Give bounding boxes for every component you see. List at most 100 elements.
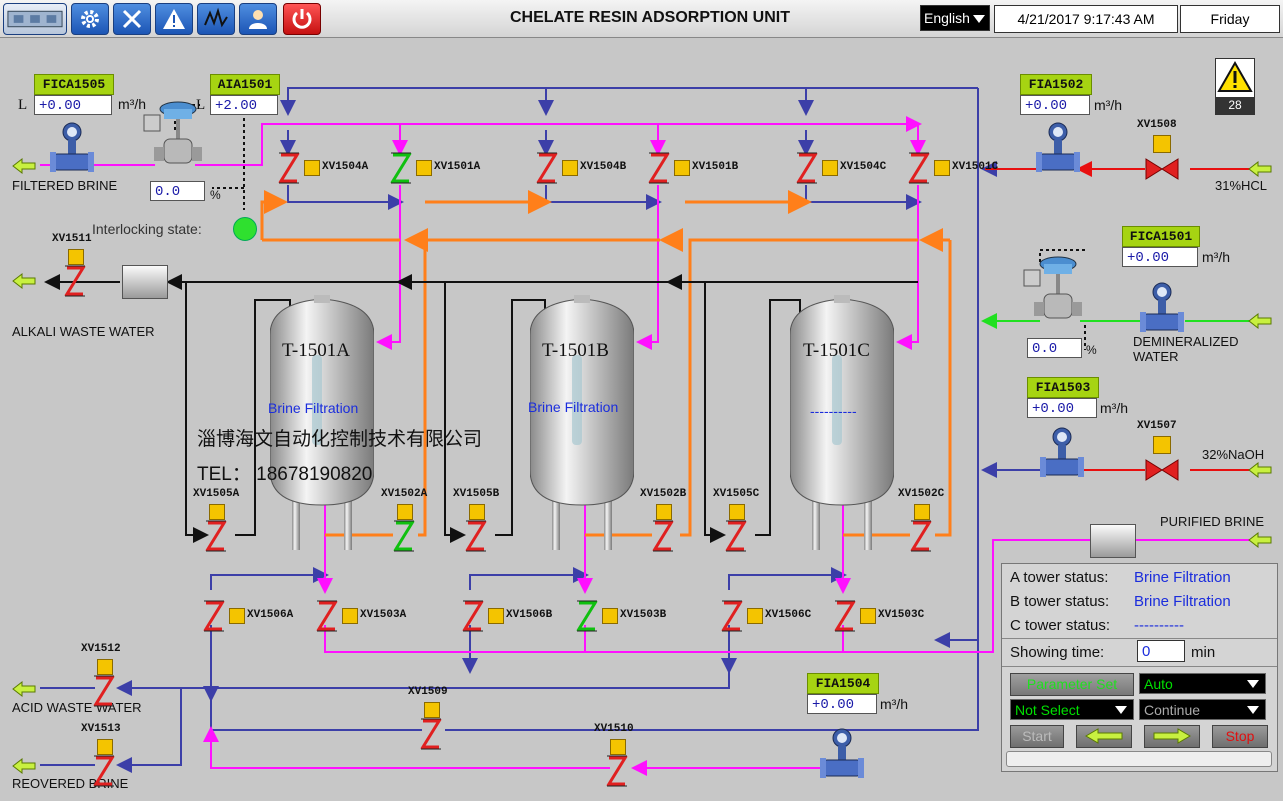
valve-icon	[910, 520, 932, 552]
tank-t1501a[interactable]	[258, 295, 386, 565]
valve-indicator-xv1511[interactable]	[68, 249, 84, 265]
valve-xv1505b[interactable]	[465, 520, 487, 552]
user-button[interactable]	[239, 3, 277, 35]
valve-indicator-xv1505a[interactable]	[209, 504, 225, 520]
flowmeter-fia1502-icon[interactable]	[1036, 120, 1080, 180]
valve-indicator-xv1501b[interactable]	[674, 160, 690, 176]
valve-indicator-xv1501c[interactable]	[934, 160, 950, 176]
fia1504-tag: FIA1504	[807, 673, 879, 694]
fia1504-value[interactable]: +0.00	[807, 694, 877, 714]
tower-select[interactable]: Not Select	[1010, 699, 1134, 720]
flowmeter-fia1503-icon[interactable]	[1040, 425, 1084, 485]
valve-indicator-xv1512[interactable]	[97, 659, 113, 675]
valve-xv1501b[interactable]	[648, 152, 670, 184]
valve-indicator-xv1504a[interactable]	[304, 160, 320, 176]
valve-indicator-xv1506b[interactable]	[488, 608, 504, 624]
valve-xv1512[interactable]	[93, 675, 115, 707]
valve-indicator-xv1508[interactable]	[1153, 135, 1171, 153]
valve-xv1505c[interactable]	[725, 520, 747, 552]
valve-xv1505a[interactable]	[205, 520, 227, 552]
tools-button[interactable]	[113, 3, 151, 35]
start-button[interactable]: Start	[1010, 725, 1064, 748]
valve-indicator-xv1504c[interactable]	[822, 160, 838, 176]
valve-xv1509[interactable]	[420, 718, 442, 750]
valve-indicator-xv1503b[interactable]	[602, 608, 618, 624]
valve-indicator-xv1501a[interactable]	[416, 160, 432, 176]
valve-xv1511[interactable]	[64, 265, 86, 297]
valve-xv1502b[interactable]	[652, 520, 674, 552]
settings-gear-button[interactable]	[71, 3, 109, 35]
language-select[interactable]: English	[920, 5, 990, 31]
control-valve-left-icon[interactable]	[140, 95, 206, 177]
valve-xv1513[interactable]	[93, 755, 115, 787]
valve-xv1506c[interactable]	[721, 600, 743, 632]
valve-label-xv1512: XV1512	[81, 643, 121, 655]
valve-xv1503c[interactable]	[834, 600, 856, 632]
mode-select[interactable]: Auto	[1139, 673, 1266, 694]
fica1505-value[interactable]: +0.00	[34, 95, 112, 115]
valve-indicator-xv1506a[interactable]	[229, 608, 245, 624]
valve-xv1502a[interactable]	[393, 520, 415, 552]
fia1503-unit: m³/h	[1100, 400, 1128, 416]
valve-xv1506a[interactable]	[203, 600, 225, 632]
company-watermark: 淄博海文自动化控制技术有限公司	[197, 428, 483, 450]
interlock-status-light	[233, 217, 257, 241]
valve-label-xv1501b: XV1501B	[692, 161, 739, 173]
power-button[interactable]	[283, 3, 321, 35]
fia1503-value[interactable]: +0.00	[1027, 398, 1097, 418]
overview-thumbnail-button[interactable]	[3, 3, 67, 35]
bowtie-valve-icon	[1145, 158, 1179, 180]
parameter-set-button[interactable]: Parameter Set	[1010, 673, 1134, 696]
fia1502-value[interactable]: +0.00	[1020, 95, 1090, 115]
tank-t1501c[interactable]	[778, 295, 906, 565]
valve-xv1503a[interactable]	[316, 600, 338, 632]
fica1501-value[interactable]: +0.00	[1122, 247, 1198, 267]
alarm-button[interactable]	[155, 3, 193, 35]
valve-xv1506b[interactable]	[462, 600, 484, 632]
flowmeter-fia1504-icon[interactable]	[820, 726, 864, 786]
interlocking-label: Interlocking state:	[92, 221, 202, 237]
valve-indicator-xv1503c[interactable]	[860, 608, 876, 624]
valve-xv1502c[interactable]	[910, 520, 932, 552]
valve-xv1504b[interactable]	[536, 152, 558, 184]
valve-indicator-xv1504b[interactable]	[562, 160, 578, 176]
continue-select-value: Continue	[1144, 702, 1201, 718]
valve-xv1510[interactable]	[606, 755, 628, 787]
previous-step-button[interactable]	[1076, 725, 1132, 748]
flowmeter-fica1501-icon[interactable]	[1140, 280, 1184, 340]
valve-right-output[interactable]: 0.0	[1027, 338, 1082, 358]
valve-icon	[796, 152, 818, 184]
valve-indicator-xv1513[interactable]	[97, 739, 113, 755]
valve-xv1507[interactable]	[1145, 456, 1179, 484]
valve-indicator-xv1507[interactable]	[1153, 436, 1171, 454]
valve-indicator-xv1502b[interactable]	[656, 504, 672, 520]
valve-indicator-xv1510[interactable]	[610, 739, 626, 755]
next-step-button[interactable]	[1144, 725, 1200, 748]
valve-xv1501a[interactable]	[390, 152, 412, 184]
recovered-brine-endpoint-arrow-icon	[12, 757, 36, 775]
valve-left-output[interactable]: 0.0	[150, 181, 205, 201]
trend-button[interactable]	[197, 3, 235, 35]
valve-xv1504c[interactable]	[796, 152, 818, 184]
valve-label-xv1505b: XV1505B	[453, 488, 500, 500]
valve-xv1504a[interactable]	[278, 152, 300, 184]
valve-indicator-xv1505c[interactable]	[729, 504, 745, 520]
tank-t1501b[interactable]	[518, 295, 646, 565]
showing-time-input[interactable]: 0	[1137, 640, 1185, 662]
valve-indicator-xv1506c[interactable]	[747, 608, 763, 624]
valve-xv1508[interactable]	[1145, 155, 1179, 183]
valve-indicator-xv1502c[interactable]	[914, 504, 930, 520]
valve-indicator-xv1503a[interactable]	[342, 608, 358, 624]
stop-button[interactable]: Stop	[1212, 725, 1268, 748]
continue-select[interactable]: Continue	[1139, 699, 1266, 720]
aia1501-value[interactable]: +2.00	[210, 95, 278, 115]
valve-label-xv1504c: XV1504C	[840, 161, 887, 173]
valve-indicator-xv1505b[interactable]	[469, 504, 485, 520]
valve-xv1501c[interactable]	[908, 152, 930, 184]
valve-indicator-xv1502a[interactable]	[397, 504, 413, 520]
control-valve-right-icon[interactable]	[1020, 250, 1086, 332]
alarm-indicator[interactable]: 28	[1215, 58, 1255, 115]
flowmeter-fica1505-icon[interactable]	[50, 120, 94, 180]
valve-indicator-xv1509[interactable]	[424, 702, 440, 718]
valve-xv1503b[interactable]	[576, 600, 598, 632]
